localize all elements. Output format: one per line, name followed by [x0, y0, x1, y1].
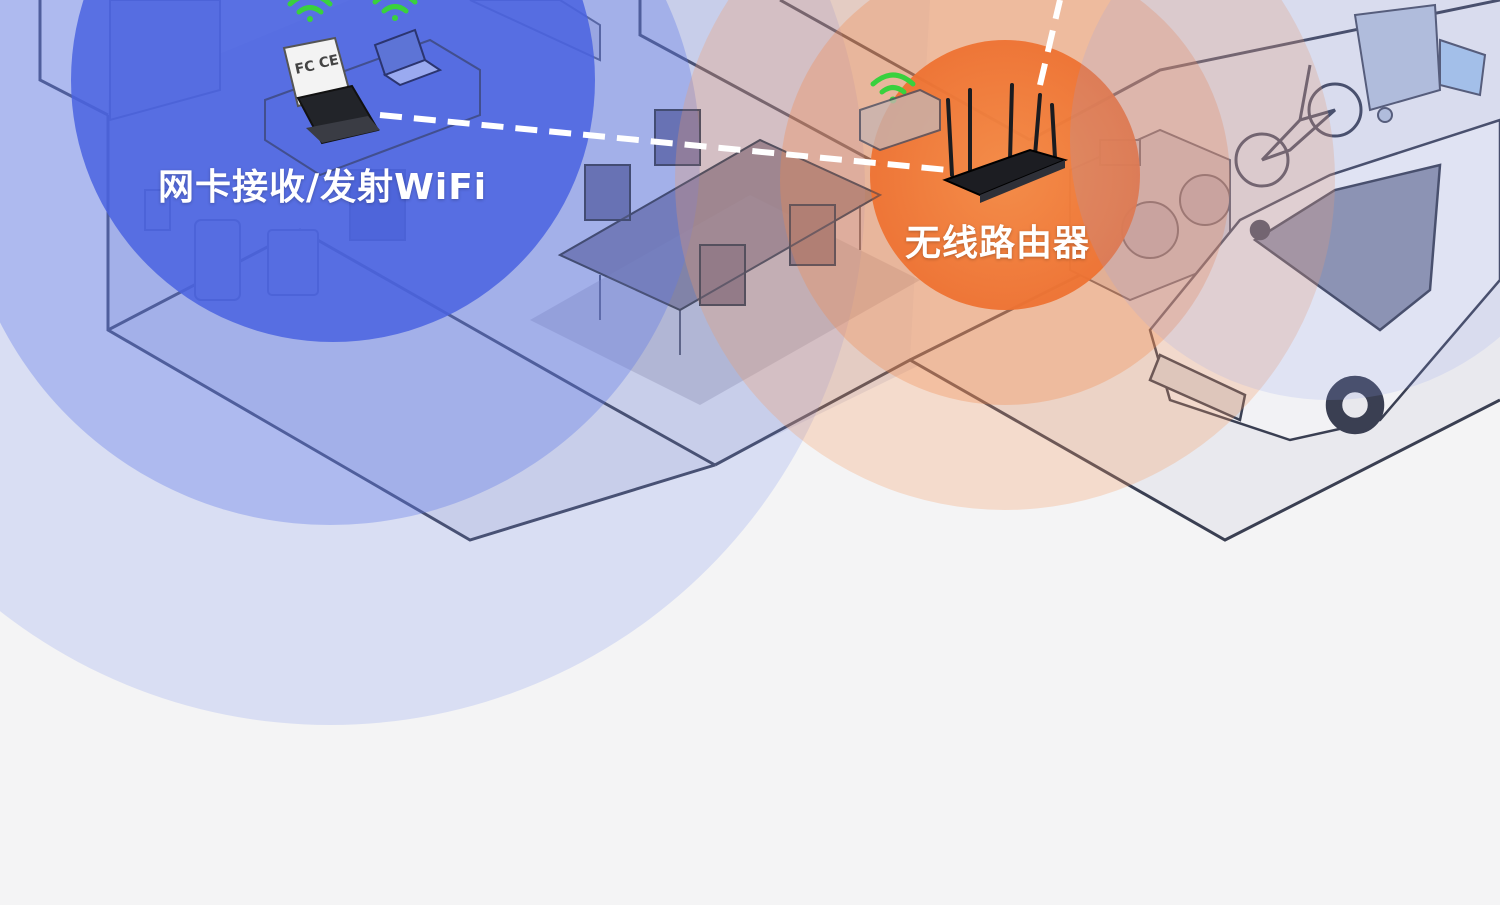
wifi-signal-icon [287, 0, 333, 22]
adapter-ce-logo: CE [318, 52, 341, 72]
adapter-fc-logo: FC [294, 58, 317, 78]
adapter-label: 网卡接收/发射WiFi [158, 167, 488, 208]
cabinet [859, 88, 941, 152]
adapter-router-link [379, 112, 949, 173]
wireless-router-icon [942, 83, 1069, 203]
car [1148, 118, 1500, 442]
router-label: 无线路由器 [905, 223, 1091, 264]
laptop-icon [373, 28, 443, 87]
wifi-signal-icon [372, 0, 418, 21]
router-uplink [1037, 0, 1063, 86]
third-signal-coverage [1070, 0, 1500, 400]
usb-wifi-adapter-icon: FC CE [282, 36, 380, 145]
furniture-overlay [264, 38, 883, 312]
wifi-link-lines [379, 0, 1063, 173]
